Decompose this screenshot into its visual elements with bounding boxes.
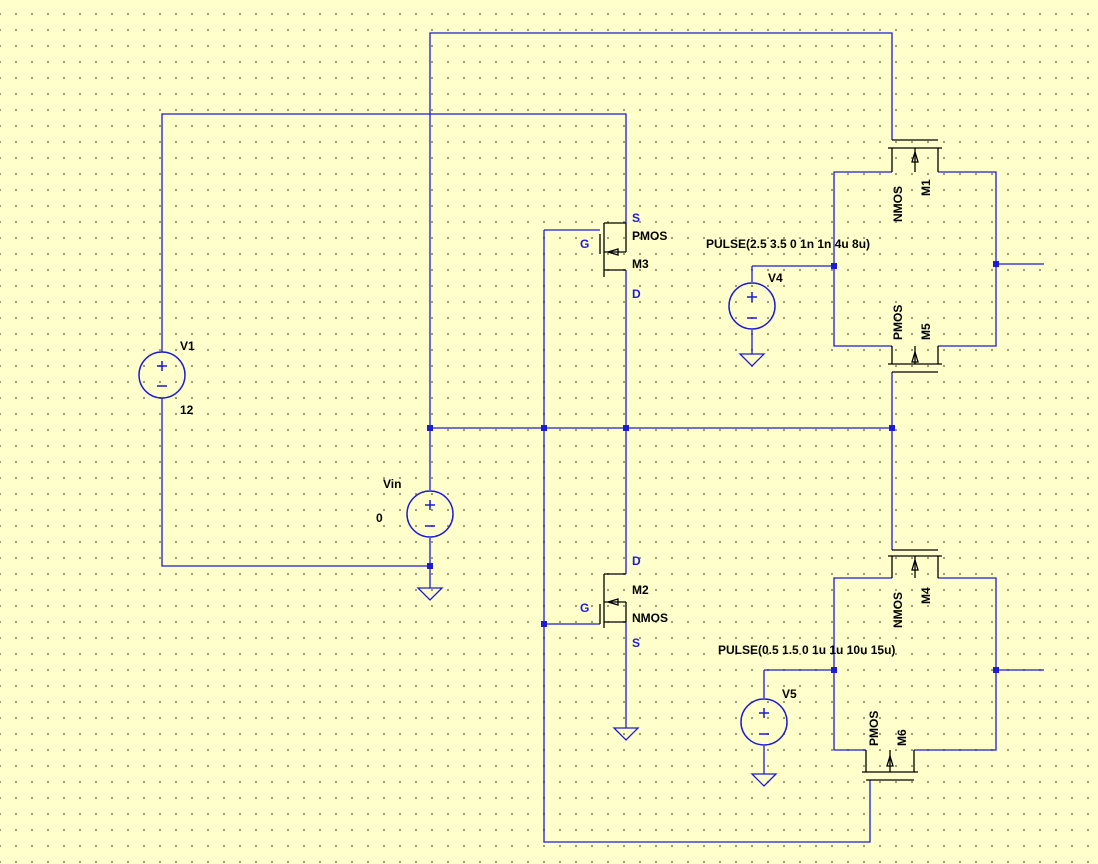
junction-dot <box>541 621 547 627</box>
pin-source: S <box>632 211 640 225</box>
ground-symbol <box>738 353 766 367</box>
source-value: 0 <box>376 511 383 525</box>
source-value: 12 <box>180 403 194 417</box>
device-name: M3 <box>632 257 649 271</box>
device-name: M6 <box>895 729 909 746</box>
wire-m6-left[interactable] <box>833 670 866 751</box>
source-value: PULSE(2.5 3.5 0 1n 1n 4u 8u) <box>706 237 870 251</box>
source-name: V5 <box>782 687 797 701</box>
mosfet-m5[interactable]: PMOS M5 <box>888 305 942 373</box>
body-arrow-icon <box>911 557 919 571</box>
wire-gate-column[interactable] <box>543 230 871 843</box>
ground-symbol <box>416 587 444 601</box>
device-model: NMOS <box>891 592 905 628</box>
junction-dot <box>541 425 547 431</box>
source-value: PULSE(0.5 1.5 0 1u 1u 10u 15u) <box>718 643 895 657</box>
junction-dot <box>831 263 837 269</box>
source-name: Vin <box>383 477 401 491</box>
device-model: PMOS <box>891 305 905 340</box>
wire-m5-left[interactable] <box>833 266 892 347</box>
terminals <box>865 750 915 772</box>
ground-icon <box>416 587 444 601</box>
body-arrow-icon <box>911 349 919 363</box>
ground-icon <box>750 773 778 787</box>
junction-dot <box>427 425 433 431</box>
mosfet-m2[interactable]: D G S M2 NMOS <box>580 554 668 650</box>
ground-symbol <box>750 773 778 787</box>
mosfet-m6[interactable]: PMOS M6 <box>862 711 918 781</box>
wire-v1-to-m3-source[interactable] <box>161 113 627 352</box>
device-model: NMOS <box>632 611 668 625</box>
voltage-source-v5[interactable]: V5 PULSE(0.5 1.5 0 1u 1u 10u 15u) <box>718 643 895 746</box>
terminals <box>891 346 939 364</box>
source-name: V1 <box>180 339 195 353</box>
device-model: PMOS <box>867 711 881 746</box>
mosfet-m3[interactable]: S G D PMOS M3 <box>580 211 667 301</box>
junction-dot <box>831 667 837 673</box>
mosfet-m1[interactable]: NMOS M1 <box>888 139 942 222</box>
terminals <box>604 222 627 271</box>
source-icon <box>740 698 788 746</box>
body-arrow-icon <box>605 248 619 256</box>
polarity-icon <box>747 292 757 319</box>
polarity-icon <box>759 708 769 735</box>
junction-dot <box>993 261 999 267</box>
mosfet-m4[interactable]: NMOS M4 <box>888 549 942 628</box>
junction-dot <box>427 563 433 569</box>
body-arrow-icon <box>886 753 894 767</box>
terminals <box>604 573 627 623</box>
pin-gate: G <box>580 601 589 615</box>
wire-m4-left[interactable] <box>833 577 892 670</box>
device-model: NMOS <box>891 186 905 222</box>
source-name: V4 <box>768 271 783 285</box>
device-name: M4 <box>919 587 933 604</box>
voltage-source-v1[interactable]: V1 12 <box>138 339 195 417</box>
junction-dot <box>623 425 629 431</box>
pin-drain: D <box>632 287 641 301</box>
wire-right-node-upper[interactable] <box>938 171 997 347</box>
device-name: M2 <box>632 583 649 597</box>
pin-source: S <box>632 636 640 650</box>
ground-symbol <box>612 727 640 741</box>
source-icon <box>728 282 776 330</box>
junctions <box>427 261 999 673</box>
ground-icon <box>612 727 640 741</box>
device-model: PMOS <box>632 229 667 243</box>
wire-m1-left[interactable] <box>833 171 892 266</box>
voltage-source-v4[interactable]: V4 PULSE(2.5 3.5 0 1n 1n 4u 8u) <box>706 237 870 330</box>
wires <box>161 32 1044 843</box>
wire-v1-to-ground[interactable] <box>161 398 430 567</box>
body-arrow-icon <box>605 598 619 606</box>
body-arrow-icon <box>911 149 919 163</box>
polarity-icon <box>425 500 435 527</box>
voltage-source-vin[interactable]: Vin 0 <box>376 477 454 538</box>
source-icon <box>406 490 454 538</box>
device-name: M1 <box>919 179 933 196</box>
polarity-icon <box>157 361 167 387</box>
ground-icon <box>738 353 766 367</box>
wire-right-node-lower[interactable] <box>914 577 997 751</box>
junction-dot <box>889 425 895 431</box>
pin-gate: G <box>580 237 589 251</box>
pin-drain: D <box>632 554 641 568</box>
wire-vin-to-m1-gate[interactable] <box>429 32 893 428</box>
source-icon <box>138 351 186 399</box>
junction-dot <box>993 667 999 673</box>
device-name: M5 <box>919 323 933 340</box>
